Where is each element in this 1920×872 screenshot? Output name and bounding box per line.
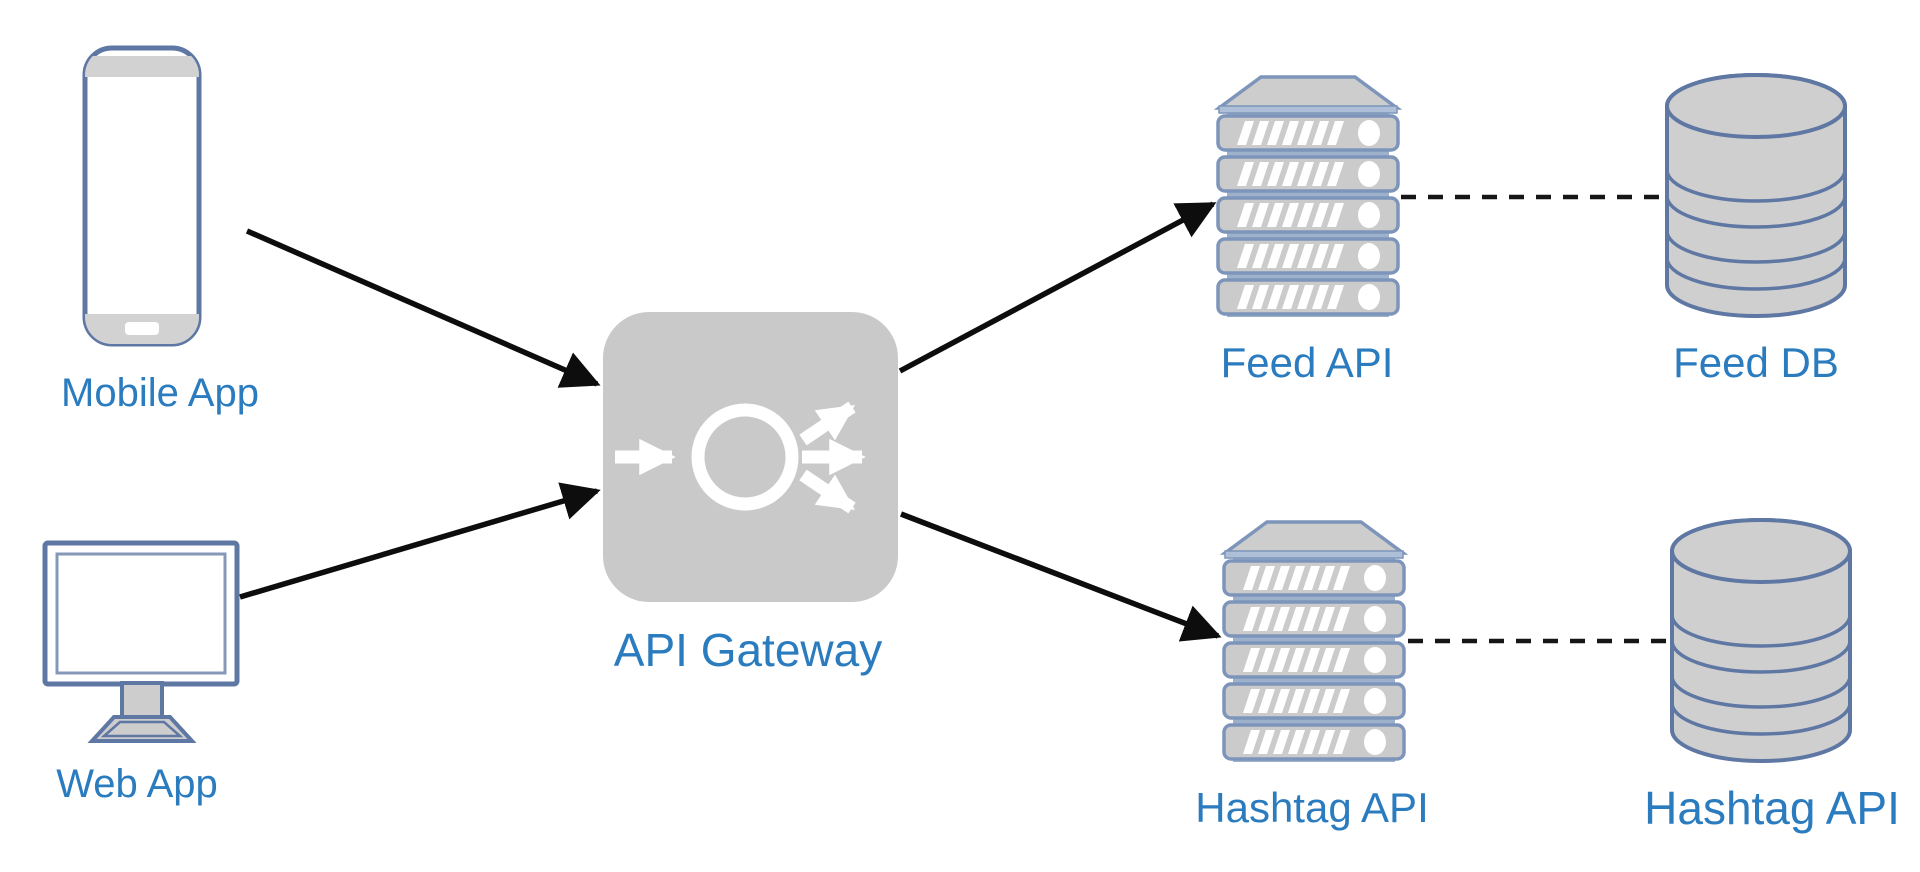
feed-db-label: Feed DB	[1673, 339, 1839, 386]
database-cylinder-icon	[1665, 73, 1847, 318]
mobile-app-label: Mobile App	[61, 371, 259, 415]
node-hashtag-api: Hashtag API	[1195, 522, 1429, 831]
web-app-label: Web App	[56, 762, 218, 806]
database-cylinder-icon	[1670, 518, 1852, 763]
edge-mobile-to-gateway	[245, 228, 601, 388]
feed-api-label: Feed API	[1221, 339, 1394, 386]
node-mobile-app: Mobile App	[61, 45, 259, 415]
smartphone-icon	[82, 45, 202, 347]
desktop-monitor-icon	[42, 540, 240, 743]
edges	[239, 194, 1667, 644]
node-hashtag-db: Hashtag API	[1644, 518, 1900, 834]
edge-gateway-to-hashtag-api	[900, 511, 1222, 642]
node-web-app: Web App	[42, 540, 240, 806]
server-stack-icon	[1224, 522, 1404, 762]
node-feed-api: Feed API	[1218, 77, 1398, 386]
edge-web-to-gateway	[239, 482, 601, 600]
hashtag-db-label: Hashtag API	[1644, 782, 1900, 834]
node-feed-db: Feed DB	[1665, 73, 1847, 386]
hashtag-api-label: Hashtag API	[1195, 784, 1428, 831]
server-stack-icon	[1218, 77, 1398, 317]
edge-gateway-to-feed-api	[898, 201, 1217, 374]
api-gateway-icon	[603, 312, 898, 602]
api-gateway-label: API Gateway	[614, 624, 882, 676]
node-api-gateway: API Gateway	[603, 312, 898, 676]
